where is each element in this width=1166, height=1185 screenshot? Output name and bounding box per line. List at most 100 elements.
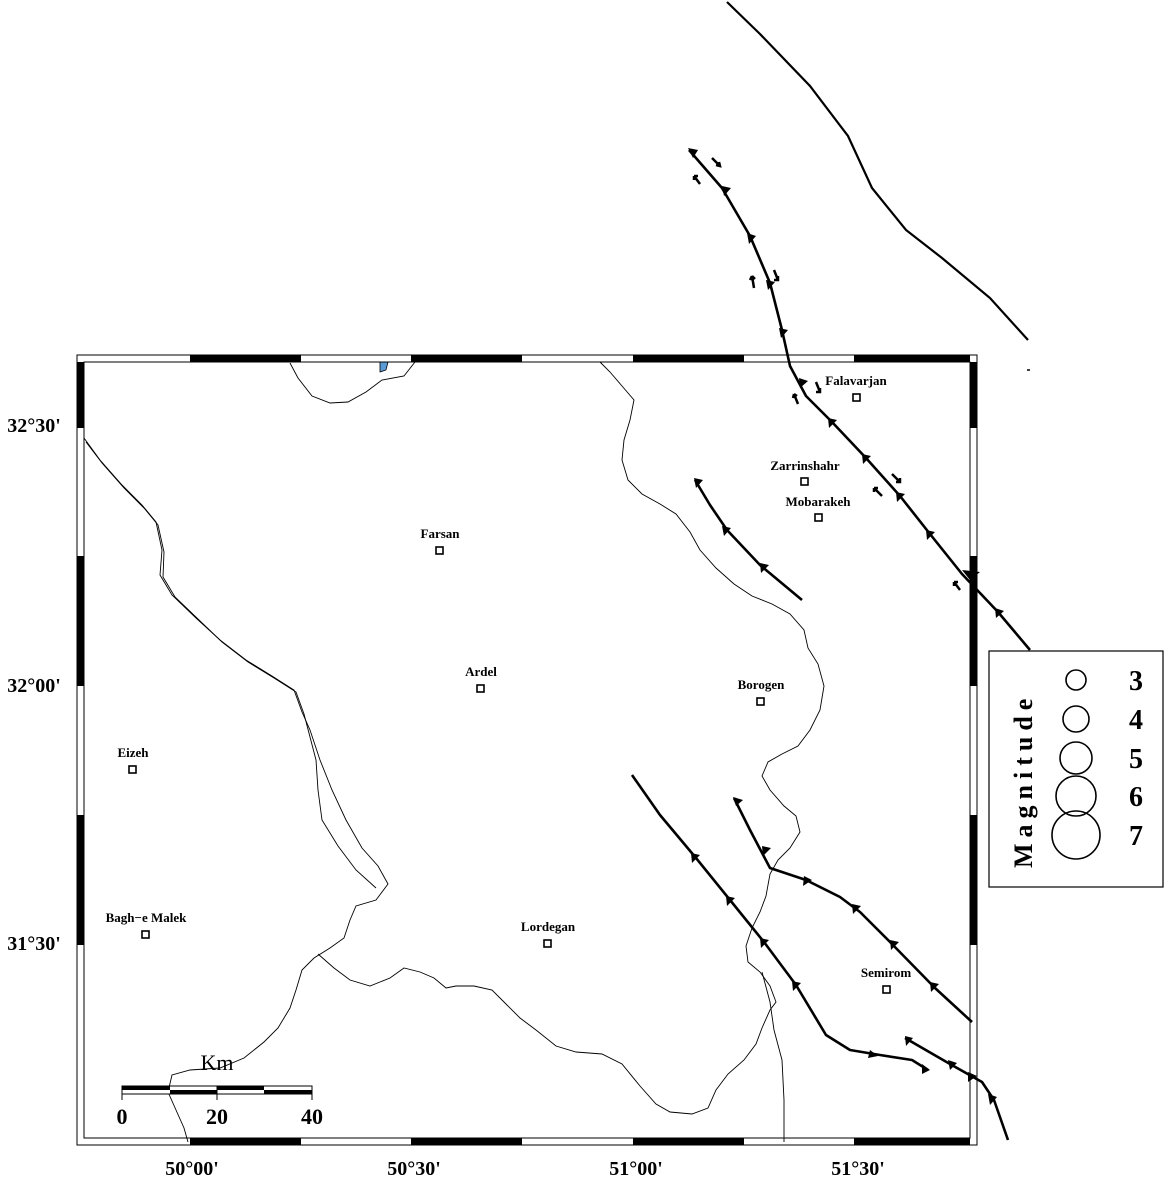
thrust-tooth	[799, 378, 808, 388]
map-frame-inner	[83, 361, 971, 1139]
legend-title: Magnitude	[1009, 693, 1038, 868]
scale-tick-label: 40	[301, 1104, 323, 1129]
legend-circle-icon	[1051, 810, 1101, 860]
city-label: Lordegan	[521, 919, 576, 934]
slip-arrow-icon	[791, 392, 800, 405]
thrust-tooth	[779, 328, 788, 338]
thrust-tooth	[688, 148, 698, 158]
boundary-line-central	[317, 361, 825, 1115]
legend-value: 3	[1129, 666, 1143, 697]
map-frame	[76, 354, 978, 1146]
boundary-line-west-inner	[85, 441, 377, 889]
strike-slip-arrows	[692, 157, 961, 591]
thrust-tooth	[722, 186, 731, 196]
thrust-tooth	[760, 938, 769, 948]
thrust-tooth	[862, 454, 871, 464]
frame-segment	[970, 362, 977, 428]
thrust-tooth	[930, 982, 939, 992]
lat-label: 31°30'	[7, 933, 61, 955]
city-mobarakeh: Mobarakeh	[786, 494, 852, 522]
slip-arrow-icon	[872, 486, 883, 497]
thrust-tooth	[922, 1064, 930, 1074]
city-falavarjan: Falavarjan	[825, 373, 887, 402]
lat-label: 32°30'	[7, 415, 61, 437]
thrust-tooth	[995, 608, 1004, 618]
city-borogen: Borogen	[738, 677, 785, 706]
city-marker-icon	[814, 513, 823, 522]
city-bagh-e-malek: Bagh−e Malek	[106, 910, 187, 939]
slip-arrow-icon	[814, 381, 822, 394]
thrust-tooth	[691, 853, 700, 863]
frame-segment	[411, 1138, 522, 1145]
city-marker-icon	[141, 930, 150, 939]
lon-label: 51°30'	[831, 1158, 885, 1180]
frame-segment	[970, 815, 977, 945]
scale-tick-label: 20	[206, 1104, 228, 1129]
thrust-tooth	[868, 1050, 878, 1058]
legend-circle-icon	[1055, 775, 1097, 817]
frame-segment	[970, 556, 977, 686]
frame-segment	[411, 355, 522, 362]
city-markers: Falavarjan Zarrinshahr Mobarakeh Farsan …	[106, 373, 911, 994]
latitude-labels: 32°30' 32°00' 31°30'	[7, 415, 61, 955]
frame-segment	[190, 355, 301, 362]
boundary-line-north-lobe	[289, 361, 416, 404]
city-semirom: Semirom	[861, 965, 911, 994]
magnitude-legend: Magnitude 3 4 5 6 7	[988, 650, 1164, 888]
fault-line-far-northeast	[726, 1, 1029, 341]
slip-arrow-icon	[748, 275, 756, 289]
city-label: Ardel	[465, 664, 497, 679]
fault-line-main-zagros	[688, 149, 1031, 651]
thrust-tooth	[828, 418, 837, 428]
frame-segment	[190, 1138, 301, 1145]
city-label: Bagh−e Malek	[106, 910, 187, 925]
thrust-tooth	[890, 940, 899, 950]
city-eizeh: Eizeh	[117, 745, 149, 774]
lon-label: 50°00'	[165, 1158, 219, 1180]
thrust-tooth	[948, 1060, 957, 1070]
slip-arrow-icon	[692, 174, 701, 185]
city-label: Semirom	[861, 965, 911, 980]
scale-bar-segment	[122, 1086, 170, 1090]
thrust-tooth	[988, 1094, 997, 1105]
legend-circle-icon	[1059, 741, 1093, 775]
city-marker-icon	[476, 684, 485, 693]
city-label: Mobarakeh	[786, 494, 852, 509]
scale-bar-segment	[170, 1090, 217, 1094]
thrust-teeth	[688, 148, 1004, 1105]
scale-bar: Km 0 20 40	[117, 1050, 324, 1129]
legend-value: 7	[1129, 821, 1143, 852]
legend-value: 4	[1129, 705, 1143, 736]
lon-label: 51°00'	[609, 1158, 663, 1180]
boundary-line-west	[83, 437, 389, 1143]
frame-segment	[77, 556, 84, 686]
legend-circle-icon	[1062, 705, 1090, 733]
city-farsan: Farsan	[421, 526, 460, 555]
frame-segment	[854, 355, 970, 362]
scale-unit-label: Km	[201, 1050, 234, 1075]
scale-bar-segment	[217, 1086, 264, 1090]
city-label: Eizeh	[117, 745, 149, 760]
slip-arrow-icon	[772, 269, 780, 282]
city-marker-icon	[543, 939, 552, 948]
thrust-tooth	[926, 530, 935, 540]
boundary-line-south-east	[761, 971, 785, 1142]
legend-value: 6	[1129, 782, 1143, 813]
thrust-tooth	[694, 478, 703, 488]
thrust-tooth	[792, 981, 801, 991]
city-label: Borogen	[738, 677, 785, 692]
city-label: Zarrinshahr	[770, 458, 840, 473]
lake-shape	[379, 361, 389, 373]
frame-segment	[77, 815, 84, 945]
frame-segment	[633, 355, 744, 362]
scale-bar-segment	[264, 1090, 312, 1094]
city-marker-icon	[128, 765, 137, 774]
thrust-tooth	[733, 797, 743, 806]
thrust-tooth	[747, 233, 756, 244]
map-frame-outer	[76, 354, 978, 1146]
lon-label: 50°30'	[387, 1158, 441, 1180]
frame-segment	[854, 1138, 970, 1145]
thrust-tooth	[722, 526, 731, 536]
legend-circle-icon	[1065, 669, 1087, 691]
